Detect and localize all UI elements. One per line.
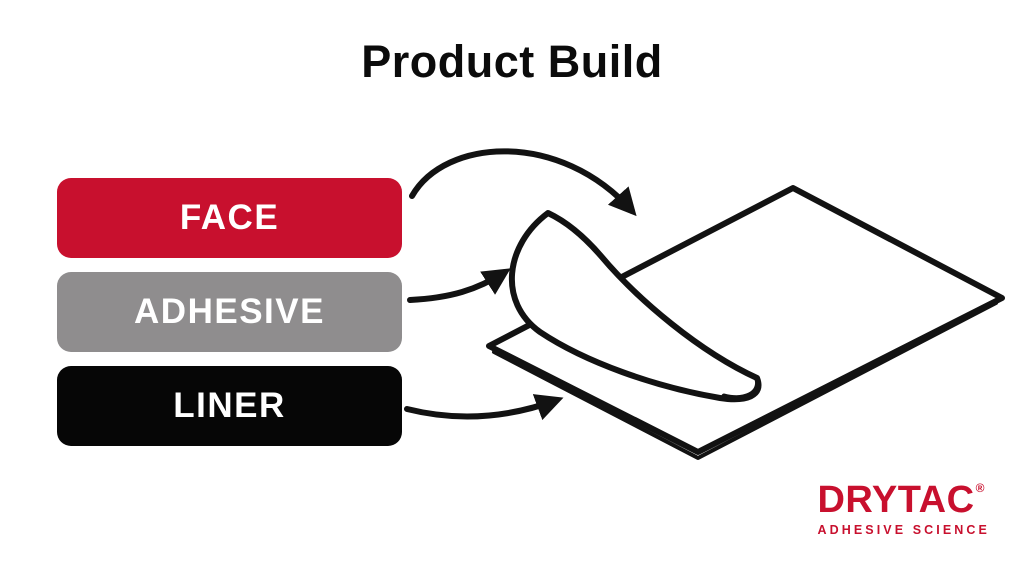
- page-title: Product Build: [361, 36, 663, 87]
- flap-curl-edge: [721, 375, 761, 401]
- layer-liner-label: LINER: [173, 386, 286, 425]
- logo-tagline: ADHESIVE SCIENCE: [817, 522, 990, 537]
- sheet-thickness-line: [492, 301, 998, 460]
- liner-sheet-outline: [486, 185, 1005, 455]
- logo-wordmark-text: DRYTAC: [817, 478, 975, 521]
- peeled-flap: [508, 210, 762, 403]
- arrow-liner-to-sheet: [404, 394, 564, 421]
- layer-adhesive-label: ADHESIVE: [134, 292, 325, 331]
- logo-wordmark: DRYTAC®: [817, 481, 990, 519]
- layer-adhesive: ADHESIVE: [57, 272, 402, 352]
- registered-trademark-symbol: ®: [975, 480, 985, 495]
- layer-face-label: FACE: [179, 198, 280, 237]
- layer-liner: LINER: [57, 366, 402, 446]
- arrow-adhesive-to-sheet: [407, 268, 511, 303]
- arrow-face-to-sheet: [409, 148, 637, 217]
- layer-face: FACE: [57, 178, 402, 258]
- drytac-logo: DRYTAC® ADHESIVE SCIENCE: [817, 481, 990, 537]
